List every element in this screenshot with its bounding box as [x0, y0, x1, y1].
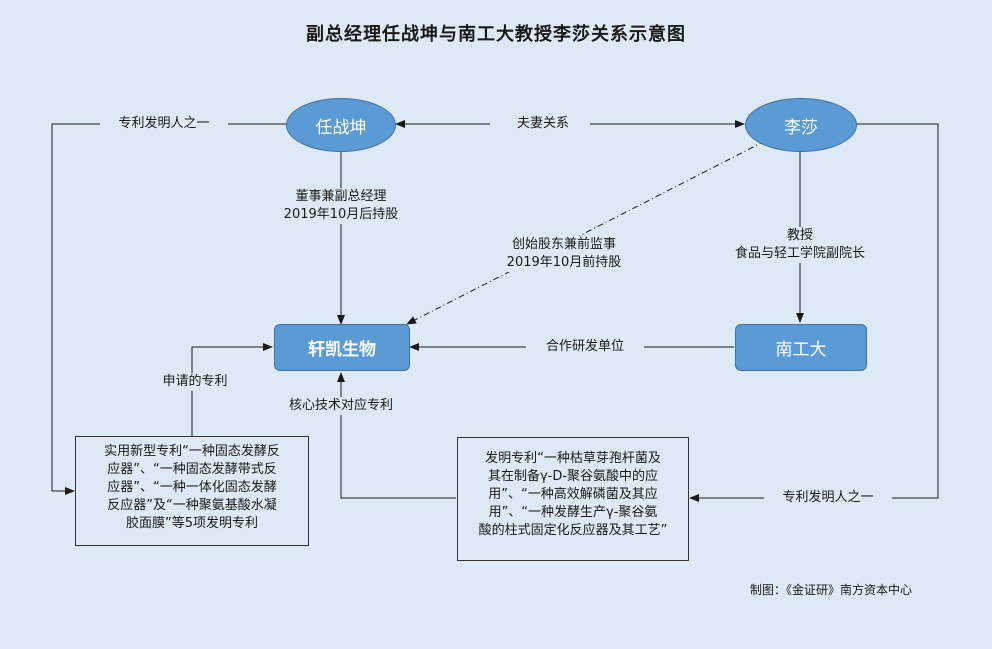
- li-inventor-path: [689, 123, 939, 502]
- li-dept-text: 食品与轻工学院副院长: [734, 246, 865, 261]
- applied-patent-label: 申请的专利: [152, 373, 238, 391]
- node-nangongda-label: 南工大: [775, 340, 827, 360]
- ren-inventor-label: 专利发明人之一: [100, 115, 228, 133]
- ren-role-text: 董事兼副总经理: [295, 189, 387, 204]
- node-ren-label: 任战坤: [315, 117, 367, 138]
- applied-patent-path: [191, 343, 273, 436]
- li-holding-text: 2019年10月前持股: [506, 255, 622, 270]
- li-title-text: 教授: [786, 228, 813, 243]
- invention-patents-box: 发明专利“一种枯草芽孢杆菌及 其在制备γ-D-聚谷氨酸中的应 用”、“一种高效解…: [457, 437, 689, 561]
- li-to-nangongda-label: 教授 食品与轻工学院副院长: [716, 227, 884, 263]
- node-li: 李莎: [745, 98, 857, 152]
- li-to-xuankai-label: 创始股东兼前监事 2019年10月前持股: [494, 236, 634, 272]
- utility-line: 反应器”及“一种聚氨基酸水凝: [107, 498, 277, 513]
- invention-line: 用”、“一种高效解磷菌及其应: [488, 487, 658, 502]
- core-tech-label: 核心技术对应专利: [278, 397, 404, 415]
- core-tech-path: [337, 372, 456, 499]
- node-xuankai: 轩凯生物: [274, 324, 410, 371]
- ren-holding-text: 2019年10月后持股: [283, 207, 399, 222]
- node-nangongda: 南工大: [735, 324, 867, 371]
- diagram-title: 副总经理任战坤与南工大教授李莎关系示意图: [306, 24, 686, 45]
- invention-line: 其在制备γ-D-聚谷氨酸中的应: [487, 469, 659, 484]
- li-role-text: 创始股东兼前监事: [511, 237, 616, 252]
- utility-patents-box: 实用新型专利“一种固态发酵反 应器”、“一种固态发酵带式反 应器”、“一种一体化…: [75, 436, 309, 546]
- li-to-xuankai-dashed-line: [406, 140, 766, 325]
- utility-line: 应器”、“一种固态发酵带式反: [107, 462, 277, 477]
- utility-line: 胶面膜”等5项发明专利: [125, 516, 258, 531]
- invention-line: 用”、“一种发酵生产γ-聚谷氨: [488, 505, 658, 520]
- credit-text: 制图：《金证研》南方资本中心: [749, 583, 912, 597]
- node-xuankai-label: 轩凯生物: [308, 340, 376, 360]
- spouse-label: 夫妻关系: [498, 115, 588, 133]
- utility-line: 应器”、“一种一体化固态发酵: [107, 480, 277, 495]
- node-ren: 任战坤: [286, 98, 396, 152]
- li-inventor-label: 专利发明人之一: [764, 489, 892, 507]
- utility-line: 实用新型专利“一种固态发酵反: [104, 444, 280, 459]
- nangongda-to-xuankai-label: 合作研发单位: [526, 338, 644, 356]
- invention-line: 酸的柱式固定化反应器及其工艺”: [478, 523, 668, 538]
- node-li-label: 李莎: [784, 117, 818, 138]
- ren-to-xuankai-label: 董事兼副总经理 2019年10月后持股: [271, 188, 411, 224]
- invention-line: 发明专利“一种枯草芽孢杆菌及: [485, 451, 661, 466]
